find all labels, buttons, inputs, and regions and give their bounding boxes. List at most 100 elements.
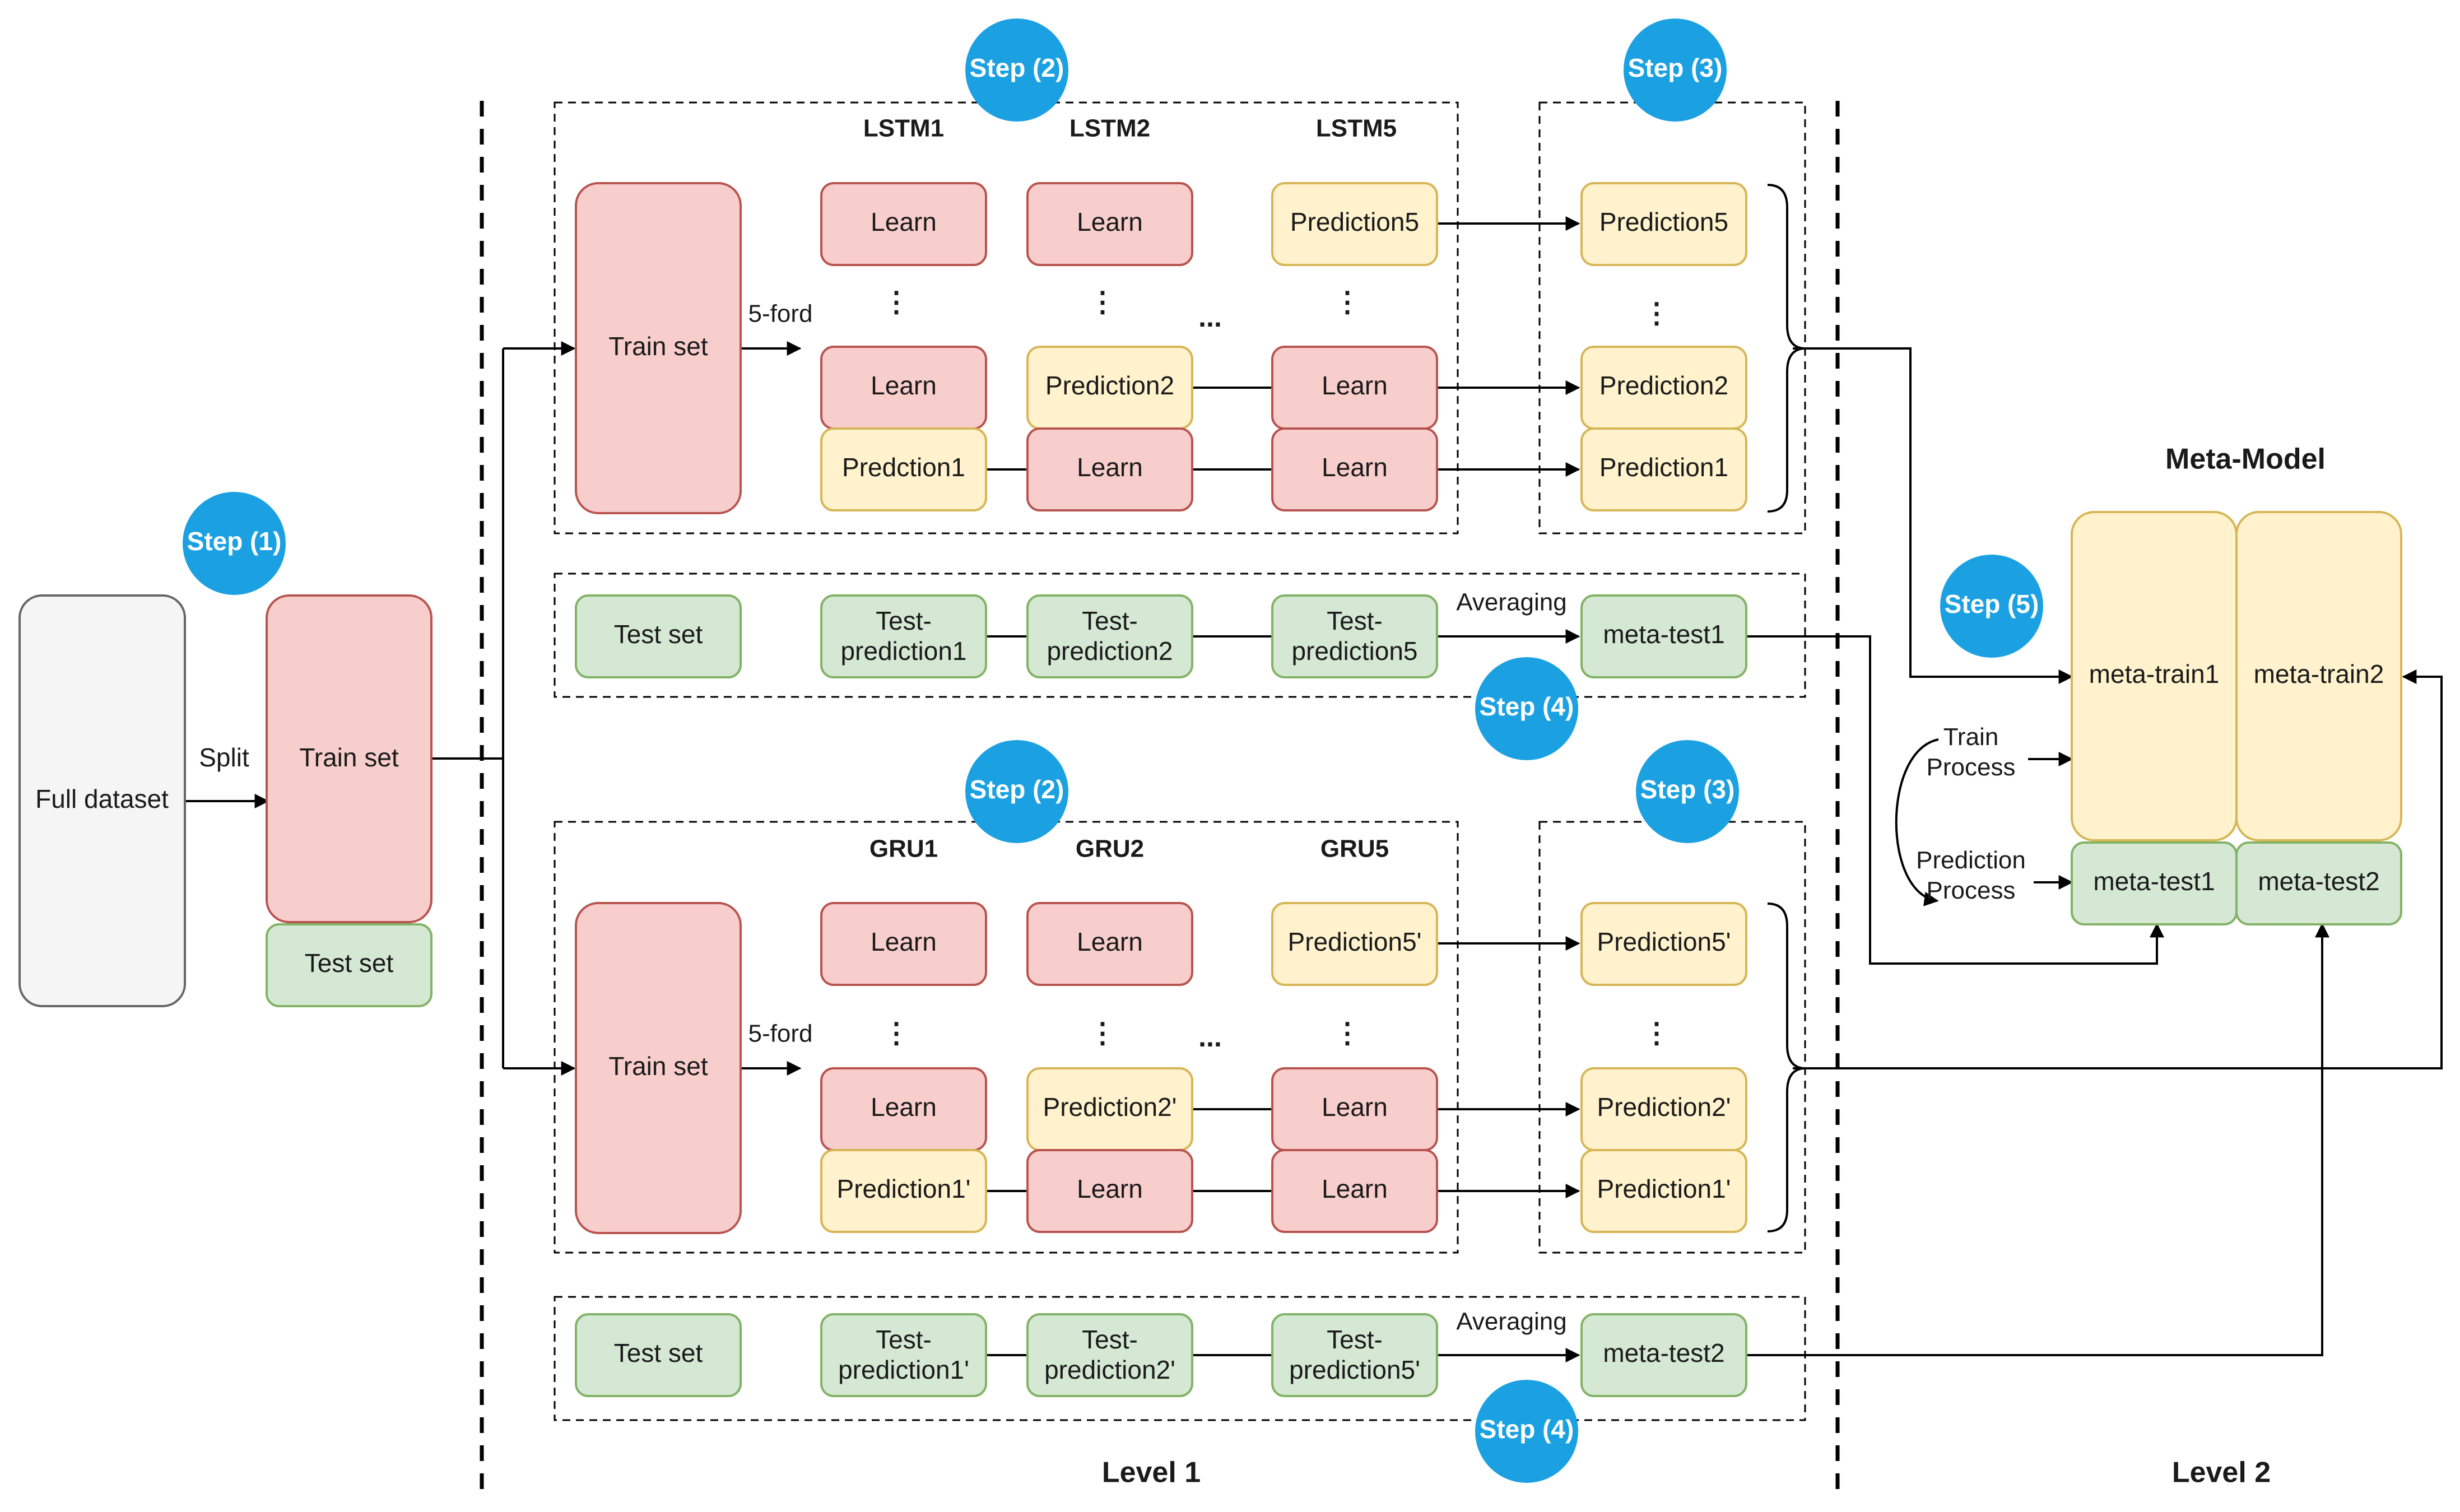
gru5-header: GRU5: [1320, 835, 1389, 863]
lstm5-fold1-label: Prediction5: [1290, 207, 1419, 236]
gru-preds-to-meta-train2: [1793, 669, 2443, 1069]
lstm-train-set-label: Train set: [608, 332, 708, 361]
gru5-fold4-label: Learn: [1322, 1092, 1388, 1122]
lstm-step3-badge: Step (3): [1624, 18, 1727, 122]
meta-train2-label: meta-train2: [2254, 659, 2384, 688]
gru2-fold1-box: [1026, 902, 1193, 986]
lstm2-header: LSTM2: [1069, 115, 1150, 142]
lstm-test-set-box: [575, 594, 742, 678]
gru-test-set-label: Test set: [614, 1338, 703, 1367]
gru-test-pred1-box: [820, 1313, 987, 1397]
gru-test-group: [554, 1296, 1806, 1421]
lstm-preds-to-meta-train1: [1793, 347, 2073, 684]
lstm-meta-test1-label: meta-test1: [1603, 620, 1724, 649]
lstm1-fold1-box: [820, 182, 987, 266]
gru1-fold5-box: [820, 1149, 987, 1233]
gru-step3-pred1-box: [1580, 1149, 1747, 1233]
meta-test2-to-meta-model: [1747, 923, 2329, 1356]
lstm-test-pred5-box: [1271, 594, 1438, 678]
lstm-step4-badge: Step (4): [1475, 657, 1578, 760]
initial-train-set-box: [266, 594, 433, 923]
lstm5-fold4-label: Learn: [1322, 371, 1388, 400]
gru1-fold5-label: Prediction1': [837, 1174, 971, 1203]
gru-test-pred1-label: Test-prediction1': [838, 1325, 969, 1384]
lstm-averaging-label: Averaging: [1456, 589, 1566, 616]
gru2-fold5-label: Learn: [1077, 1174, 1143, 1203]
svg-text:Step (2): Step (2): [970, 53, 1064, 82]
lstm-meta-test1-box: [1580, 594, 1747, 678]
lstm5-vertical-ellipsis: ⋮: [1333, 286, 1361, 318]
lstm-step3-pred5-label: Prediction5: [1599, 207, 1728, 236]
lstm2-fold5-box: [1026, 427, 1193, 511]
split-label: Split: [199, 743, 249, 772]
gru1-fold1-box: [820, 902, 987, 986]
gru-step3-badge: Step (3): [1636, 740, 1739, 843]
lstm-fold-label: 5-ford: [748, 300, 813, 328]
gru-horizontal-ellipsis: ...: [1198, 1021, 1222, 1053]
lstm2-fold1-box: [1026, 182, 1193, 266]
lstm-test-pred5-label: Test-prediction5: [1291, 606, 1417, 666]
svg-text:Step (3): Step (3): [1640, 775, 1735, 804]
gru-step3-pred2-label: Prediction2': [1597, 1092, 1731, 1122]
lstm5-fold5-box: [1271, 427, 1438, 511]
gru-meta-test2-label: meta-test2: [1603, 1338, 1724, 1367]
lstm-step3-pred1-box: [1580, 427, 1747, 511]
gru1-fold4-label: Learn: [871, 1092, 937, 1122]
lstm2-fold1-label: Learn: [1077, 207, 1143, 236]
gru-step4-badge: Step (4): [1475, 1380, 1578, 1483]
gru5-fold5-box: [1271, 1149, 1438, 1233]
lstm5-header: LSTM5: [1316, 115, 1397, 142]
lstm-test-pred1-box: [820, 594, 987, 678]
initial-test-set-box: [266, 923, 433, 1007]
level2-label: Level 2: [2172, 1457, 2271, 1489]
gru2-fold4-label: Prediction2': [1043, 1092, 1177, 1122]
svg-text:Step (4): Step (4): [1480, 1415, 1574, 1444]
lstm-train-set-box: [575, 182, 742, 514]
lstm2-fold4-label: Prediction2: [1045, 371, 1174, 400]
gru-test-pred2-box: [1026, 1313, 1193, 1397]
lstm-step3-pred5-box: [1580, 182, 1747, 266]
process-curve-arrow: [1895, 738, 1939, 906]
lstm-step3-vertical-ellipsis: ⋮: [1643, 297, 1671, 329]
full-dataset-label: Full dataset: [35, 784, 169, 813]
level1-label: Level 1: [1102, 1457, 1201, 1489]
lstm-test-set-label: Test set: [614, 620, 703, 649]
gru-averaging-label: Averaging: [1456, 1308, 1566, 1336]
gru-step3-group: [1538, 821, 1806, 1254]
lstm-step2-badge: Step (2): [965, 18, 1068, 122]
lstm-horizontal-ellipsis: ...: [1198, 301, 1222, 333]
gru-step2-badge: Step (2): [965, 740, 1068, 843]
lstm-test-pred1-label: Test-prediction1: [840, 606, 966, 666]
gru-step3-pred5-label: Prediction5': [1597, 927, 1731, 956]
lstm-step3-pred1-label: Prediction1: [1599, 453, 1728, 482]
gru1-fold1-label: Learn: [871, 927, 937, 956]
gru1-header: GRU1: [869, 835, 938, 863]
lstm1-fold1-label: Learn: [871, 207, 937, 236]
gru-brace: [1767, 902, 1805, 1232]
gru-step3-pred1-label: Prediction1': [1597, 1174, 1731, 1203]
gru5-vertical-ellipsis: ⋮: [1333, 1017, 1361, 1049]
gru-fold-label: 5-ford: [748, 1020, 813, 1048]
gru2-header: GRU2: [1076, 835, 1144, 863]
initial-test-set-label: Test set: [305, 948, 394, 978]
meta-train2-box: [2235, 511, 2402, 841]
svg-text:Step (4): Step (4): [1480, 692, 1574, 721]
gru-test-set-box: [575, 1313, 742, 1397]
lstm1-fold5-label: Predction1: [842, 453, 965, 482]
meta-train1-label: meta-train1: [2089, 659, 2220, 688]
gru-step3-vertical-ellipsis: ⋮: [1643, 1017, 1671, 1049]
meta-test1-label: meta-test1: [2093, 867, 2215, 896]
lstm-test-pred2-label: Test-prediction2: [1047, 606, 1173, 666]
meta-test2-box: [2235, 841, 2402, 925]
full-dataset-box: [18, 594, 186, 1007]
gru-test-pred5-label: Test-prediction5': [1289, 1325, 1420, 1384]
gru2-fold1-label: Learn: [1077, 927, 1143, 956]
svg-text:Step (3): Step (3): [1628, 53, 1723, 82]
gru-train-set-label: Train set: [608, 1052, 708, 1081]
meta-test1-to-meta-model: [1747, 635, 2164, 965]
gru5-fold1-label: Prediction5': [1288, 927, 1422, 956]
meta-model-title: Meta-Model: [2165, 443, 2326, 476]
step1-badge: Step (1): [183, 492, 286, 595]
gru2-vertical-ellipsis: ⋮: [1089, 1017, 1117, 1049]
